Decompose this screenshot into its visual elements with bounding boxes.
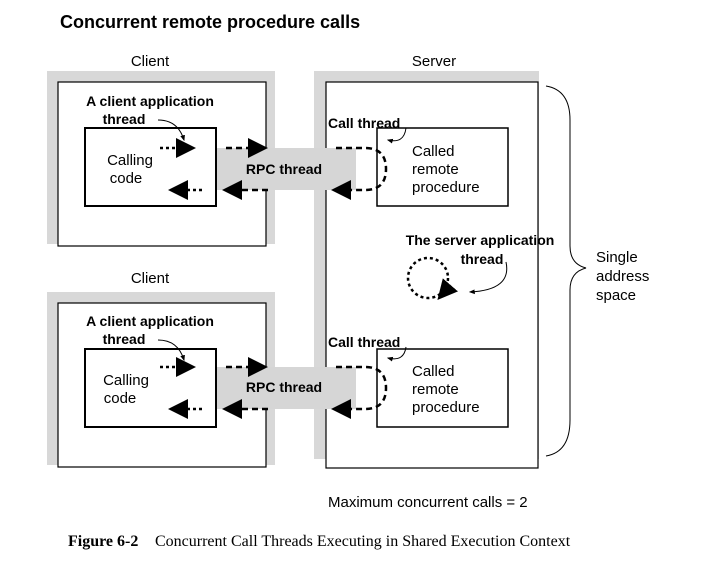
calling-code-label-1a: Calling [107,152,153,169]
server-app-thread-label-b: thread [461,251,504,267]
client-app-thread-pointer-2 [157,339,185,362]
server-label: Server [412,53,456,70]
called-label-1a: Called [412,143,455,160]
server-app-thread-loop [406,256,450,300]
call-thread-pointer-2 [386,346,407,362]
call-thread-loop-1 [336,146,388,192]
address-space-brace [545,85,587,457]
calling-code-label-2a: Calling [103,372,149,389]
called-label-1c: procedure [412,179,480,196]
address-space-label-c: space [596,287,636,304]
rpc-thread-label-1: RPC thread [246,161,322,177]
diagram-title: Concurrent remote procedure calls [60,12,360,32]
client-app-thread-label-1b: thread [103,111,146,127]
called-label-1b: remote [412,161,459,178]
calling-code-label-2b: code [104,390,137,407]
address-space-label-b: address [596,268,649,285]
calling-code-box-2 [84,348,217,428]
client-app-thread-label-2a: A client application [86,313,214,329]
server-app-thread-label-a: The server application [406,232,555,248]
client-app-thread-label-1a: A client application [86,93,214,109]
client1-label: Client [131,53,170,70]
call-thread-pointer-1 [386,127,407,144]
max-concurrent-calls: Maximum concurrent calls = 2 [328,494,528,511]
call-thread-loop-2 [336,365,388,411]
called-procedure-box-1 [376,127,509,207]
call-thread-label-2: Call thread [328,334,400,350]
called-procedure-box-2 [376,348,509,428]
client-app-thread-pointer-1 [157,119,185,142]
client2-label: Client [131,270,170,287]
client-app-thread-label-2b: thread [103,331,146,347]
called-label-2a: Called [412,363,455,380]
called-label-2c: procedure [412,399,480,416]
figure-number: Figure 6-2 [68,533,138,550]
address-space-label-a: Single [596,249,638,266]
server-app-thread-arrowhead [437,278,459,301]
server-app-thread-pointer [468,261,508,295]
called-label-2b: remote [412,381,459,398]
call-thread-label-1: Call thread [328,115,400,131]
figure-caption: Concurrent Call Threads Executing in Sha… [155,533,571,550]
calling-code-label-1b: code [110,170,143,187]
rpc-thread-label-2: RPC thread [246,379,322,395]
